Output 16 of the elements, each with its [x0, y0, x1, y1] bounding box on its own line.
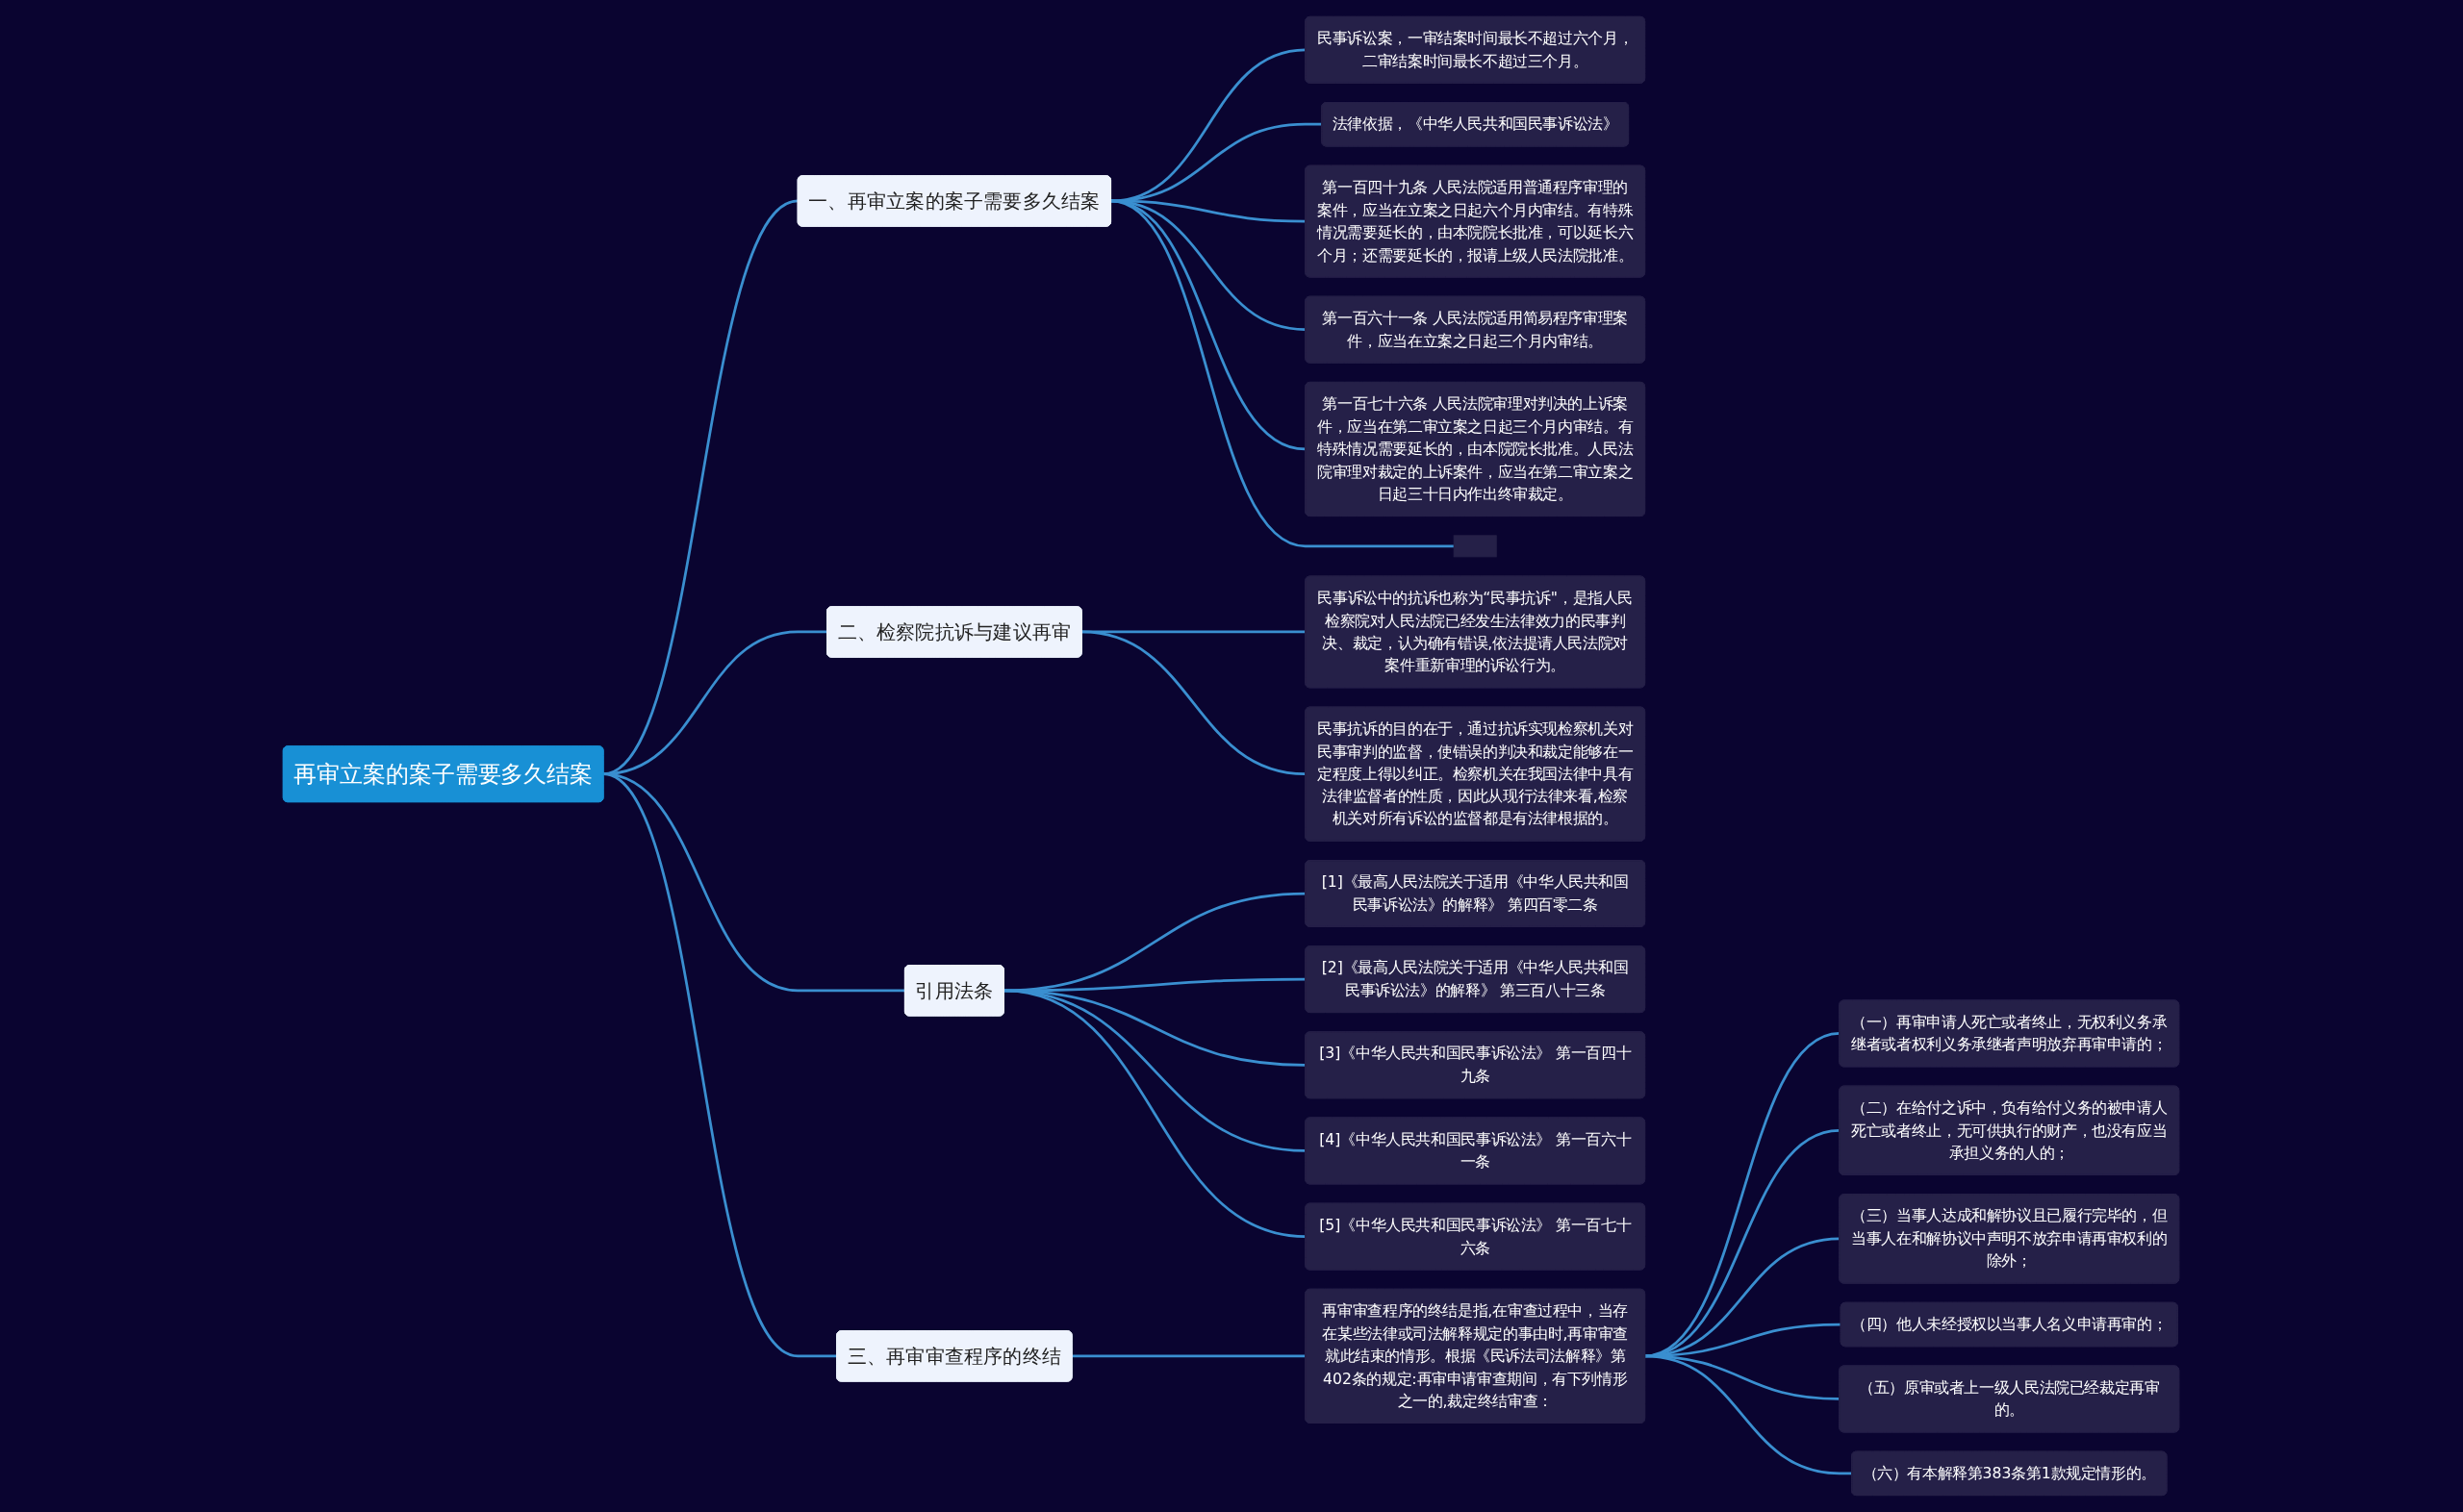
connector: [1003, 977, 1308, 993]
connector: [1644, 1237, 1841, 1358]
connector: [1644, 1032, 1841, 1358]
connector: [1644, 1128, 1841, 1358]
connector: [603, 630, 827, 776]
connector: [1003, 892, 1308, 993]
connector: [603, 772, 905, 993]
connector: [1003, 989, 1308, 1238]
connector: [602, 772, 838, 1358]
connector: [1072, 1354, 1308, 1358]
connector: [1645, 1323, 1841, 1358]
connector: [1110, 199, 1455, 548]
node-box: [1454, 535, 1498, 558]
connector: [1644, 1354, 1852, 1475]
connector: [1081, 630, 1308, 776]
connector: [1110, 48, 1308, 203]
